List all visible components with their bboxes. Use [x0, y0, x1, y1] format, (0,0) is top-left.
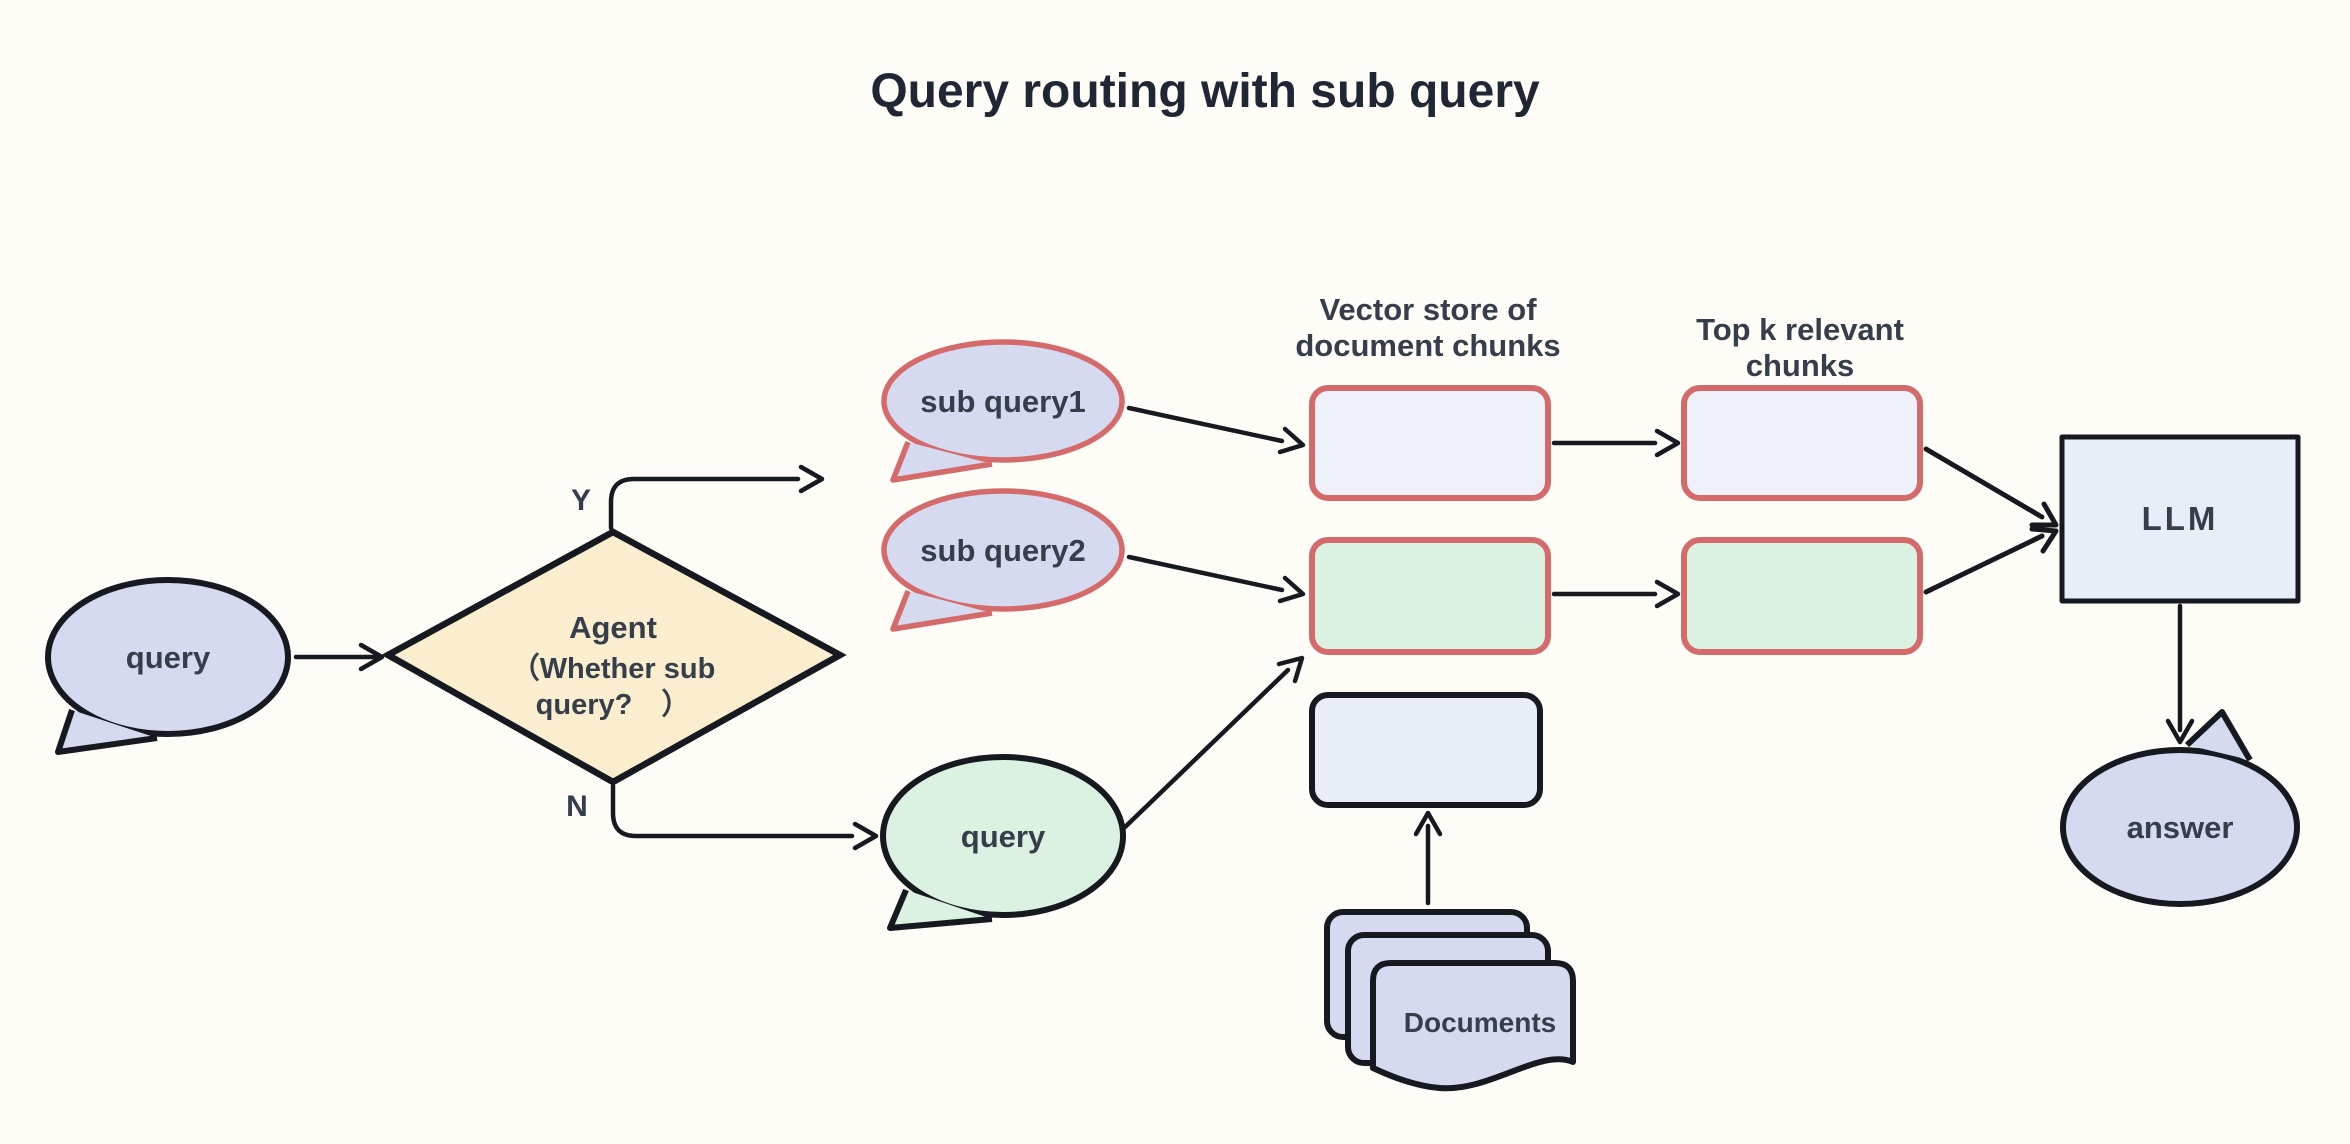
arrow-head	[1277, 426, 1306, 455]
arrow-line	[1923, 533, 2045, 595]
label-vector-store: Vector store of document chunks	[1295, 292, 1560, 363]
node-llm: LLM	[2059, 434, 2301, 604]
column-label-line2: document chunks	[1295, 328, 1560, 363]
llm-box	[2059, 434, 2301, 604]
arrow-llm-to-answer	[2165, 603, 2195, 745]
arrow-query-direct-to-vectorstore	[1121, 655, 1305, 831]
speech-bubble-tail	[890, 589, 993, 632]
arrow-agent-no-branch	[610, 783, 879, 851]
branch-label-no: N	[566, 790, 588, 823]
label-top-k: Top k relevant chunks	[1696, 312, 1904, 383]
top-k-chunk-box-1	[1681, 385, 1923, 501]
column-label-line2: chunks	[1746, 348, 1855, 383]
node-label: query	[126, 640, 211, 675]
arrow-vectorstore1-to-topk1	[1551, 428, 1681, 458]
arrow-topk2-to-llm	[1923, 526, 2059, 595]
documents-label: Documents	[1404, 1007, 1556, 1038]
arrow-line	[1121, 667, 1291, 831]
arrow-head	[2029, 501, 2059, 528]
speech-bubble-tail	[887, 888, 993, 931]
agent-subtitle-line2: query? ）	[536, 688, 691, 721]
node-answer: answer	[2060, 709, 2300, 907]
speech-bubble-body	[2060, 747, 2300, 907]
vector-store-chunk-box-2	[1309, 537, 1551, 655]
decision-diamond	[381, 528, 847, 786]
node-sub-query1: sub query1	[881, 339, 1125, 483]
speech-bubble-body	[880, 754, 1126, 918]
documents-icon: Documents	[1324, 909, 1576, 1092]
arrow-head	[358, 642, 385, 672]
branch-label-yes: Y	[571, 484, 591, 517]
arrow-line	[1126, 405, 1285, 444]
arrow-head	[1654, 428, 1681, 458]
node-agent-decision: Agent （Whether sub query? ）	[381, 528, 847, 786]
node-sub-query2: sub query2	[881, 488, 1125, 632]
document-sheet-front	[1370, 960, 1576, 1092]
arrow-head	[1277, 575, 1306, 604]
arrow-line	[610, 783, 855, 839]
vector-store-chunk-box-1	[1309, 385, 1551, 501]
page-title: Query routing with sub query	[870, 65, 1540, 118]
speech-bubble-body	[881, 488, 1125, 612]
arrow-agent-yes-branch	[608, 464, 825, 531]
speech-bubble-body	[45, 577, 291, 737]
arrow-head	[852, 821, 879, 851]
speech-bubble-body	[881, 339, 1125, 463]
top-k-chunk-box-2	[1681, 537, 1923, 655]
node-query-direct: query	[880, 754, 1126, 931]
agent-title: Agent	[569, 610, 657, 645]
arrow-vectorstore2-to-topk2	[1551, 579, 1681, 609]
node-label: answer	[2127, 810, 2234, 845]
arrow-head	[1654, 579, 1681, 609]
speech-bubble-tail	[890, 440, 993, 483]
node-label: LLM	[2142, 500, 2219, 537]
node-label: query	[961, 819, 1046, 854]
arrow-subquery1-to-vectorstore	[1126, 405, 1306, 455]
arrow-line	[608, 476, 801, 531]
arrow-subquery2-to-vectorstore	[1126, 554, 1306, 604]
arrow-head	[2165, 718, 2195, 745]
speech-bubble-tail	[55, 709, 158, 755]
agent-subtitle-line1: （Whether sub	[511, 652, 716, 685]
arrow-documents-to-vectorstore	[1413, 810, 1443, 906]
column-label-line1: Top k relevant	[1696, 312, 1904, 347]
arrow-line	[1126, 554, 1285, 593]
arrow-query-to-agent	[293, 642, 385, 672]
arrow-head	[2029, 526, 2059, 554]
arrow-head	[1276, 655, 1305, 684]
column-label-line1: Vector store of	[1319, 292, 1537, 327]
arrow-head	[1413, 810, 1443, 837]
node-label: sub query1	[920, 384, 1085, 419]
arrow-head	[798, 464, 825, 494]
node-label: sub query2	[920, 533, 1085, 568]
vector-store-chunk-box-3	[1309, 692, 1543, 808]
arrow-line	[1923, 446, 2045, 520]
arrow-topk1-to-llm	[1923, 446, 2059, 528]
node-query-input: query	[45, 577, 291, 755]
speech-bubble-tail	[2184, 709, 2253, 762]
